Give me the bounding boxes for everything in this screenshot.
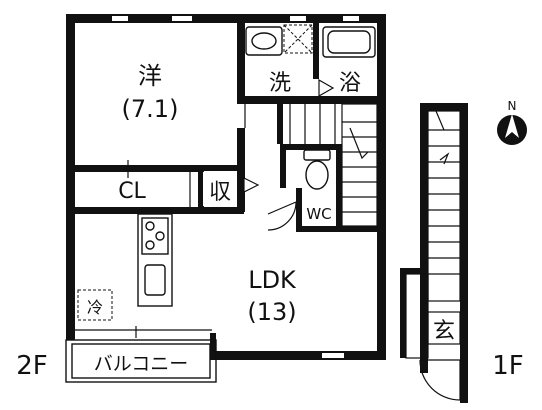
entrance-area	[405, 273, 461, 401]
room-bath-label: 浴	[339, 71, 361, 96]
room-western-name: 洋	[138, 62, 162, 90]
window-bottom	[322, 353, 344, 358]
bath-door-icon	[318, 78, 335, 98]
balcony-label: バルコニー	[94, 353, 189, 375]
room-ldk-size: (13)	[247, 298, 296, 326]
room-washroom-label: 洗	[269, 71, 291, 96]
balcony	[65, 339, 217, 383]
fridge-space	[77, 289, 113, 321]
compass-needle-icon	[505, 114, 519, 138]
storage-door-icon	[243, 177, 260, 193]
kitchen-counter	[137, 213, 173, 307]
stairs-1f	[427, 110, 461, 302]
interior-walls	[66, 14, 386, 232]
room-western-size: (7.1)	[122, 95, 179, 123]
bathtub-icon	[322, 26, 376, 58]
stair-arrow-icon	[349, 127, 369, 160]
compass-label: N	[508, 99, 517, 113]
stove-burner-icon	[145, 240, 155, 250]
windows-top	[112, 16, 359, 21]
stairs-2f	[289, 103, 378, 227]
toilet-icon	[303, 149, 331, 190]
sink-icon	[144, 264, 166, 296]
fridge-label: 冷	[87, 298, 103, 317]
stair-arrow-icon	[439, 152, 450, 165]
room-toilet-label: WC	[306, 205, 331, 223]
outer-walls-2f	[66, 14, 386, 360]
wc-door-icon	[267, 201, 297, 231]
entrance-door-icon	[419, 359, 461, 401]
compass: N	[497, 99, 527, 145]
room-storage-label: 収	[209, 180, 231, 205]
floor-label-2f: 2F	[16, 351, 48, 381]
floor-label-1f: 1F	[492, 351, 524, 381]
outer-walls-1f	[400, 103, 468, 403]
washbasin-icon	[245, 26, 283, 56]
room-closet-label: CL	[118, 179, 146, 204]
stove-burner-icon	[155, 231, 165, 241]
room-entrance-label: 玄	[433, 319, 455, 344]
stove-burner-icon	[145, 221, 155, 231]
room-ldk-name: LDK	[248, 266, 297, 294]
storage-label-box	[203, 172, 237, 206]
thin-lines	[75, 100, 246, 338]
washing-machine-icon	[283, 24, 313, 54]
